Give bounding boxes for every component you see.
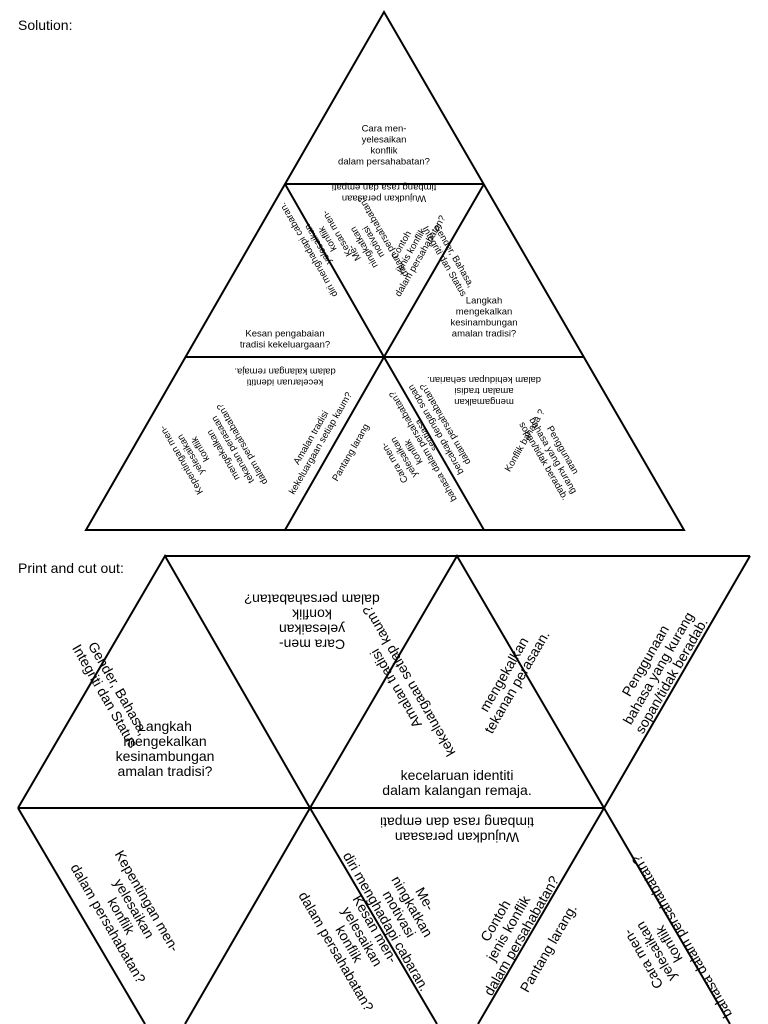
text-line: dalam persahabatan? — [244, 591, 380, 607]
text-line: kesinambungan — [450, 317, 517, 328]
text-line: Langkah — [138, 718, 192, 734]
text-line: amalan tradisi — [454, 385, 513, 396]
cutout-zigzag-bottom-5 — [603, 807, 731, 1024]
text-line: amalan tradisi? — [452, 328, 516, 339]
text-line: kekeluargaan setiap kaum? — [287, 390, 355, 496]
sol-right-up-b: Gender, Bahasa,Integriti dan Status — [419, 219, 478, 299]
cut-b3-right: Cara men-yelesaikankonflikbahasa dalam p… — [589, 852, 735, 1024]
text-line: Cara men- — [279, 636, 345, 652]
text-line: kesinambungan — [116, 748, 215, 764]
text-line: dalam kalangan remaja. — [234, 366, 335, 377]
solution-inner-lines-b — [382, 183, 485, 531]
print-heading: Print and cut out: — [18, 560, 124, 576]
text-line: mengekalkan — [123, 733, 206, 749]
sol-br-top: mengamalkanamalan tradisidalam kehidupan… — [427, 374, 541, 407]
sol-br-right-b: Penggunaanbahasa yang kurangsopan/tidak … — [516, 409, 589, 502]
text-line: dalam kehidupan seharian. — [427, 374, 541, 385]
text-line: timbang rasa dan empati — [380, 814, 534, 830]
cut-t1-top: Cara men-yelesaikankonflikdalam persahab… — [244, 591, 380, 652]
text-line: konflik — [291, 606, 332, 622]
text-line: Cara men- — [362, 123, 407, 134]
text-line: dalam persahabatan? — [338, 156, 430, 167]
cutout-zigzag-bottom — [17, 807, 146, 1024]
sol-bl-right-a: Amalan tradisikekeluargaan setiap kaum? — [278, 385, 355, 497]
text-line: tradisi kekeluargaan? — [240, 339, 330, 350]
cut-b2-right: Contohjenis konflikdalam persahabatan? — [454, 858, 562, 998]
cut-b2-top: Wujudkan perasaantimbang rasa dan empati — [380, 814, 534, 845]
cutout-zigzag-bottom-2 — [184, 807, 311, 1024]
text-line: kekeluargaan setiap kaum? — [359, 603, 459, 759]
text-line: mengekalkan — [456, 306, 513, 317]
text-line: timbang rasa dan empati — [332, 182, 437, 193]
text-line: konflik — [371, 145, 398, 156]
cut-t3-left: Amalan tradisikekeluargaan setiap kaum? — [346, 603, 459, 767]
text-line: Kesan pengabaian — [245, 328, 324, 339]
cut-t3-right: mengekalkantekanan perasaan. — [468, 620, 553, 736]
sol-mid-top: Wujudkan perasaantimbang rasa dan empati — [332, 182, 437, 204]
text-line: dalam kalangan remaja. — [382, 782, 531, 798]
text-line: kecelaruan identiti — [247, 377, 324, 388]
text-line: kecelaruan identiti — [401, 767, 514, 783]
cutout-zigzag-bottom-3 — [309, 807, 438, 1024]
text-line: mengamalkan — [454, 396, 514, 407]
cutout-zigzag-bottom-4 — [477, 807, 605, 1024]
cutout-zigzag-top — [17, 554, 751, 810]
solution-heading: Solution: — [18, 17, 73, 33]
text-line: yelesaikan — [362, 134, 407, 145]
sol-bl-right-b: Pantang larang — [330, 422, 372, 483]
solution-outer-triangle — [84, 9, 686, 531]
text-line: yelesaikan — [279, 621, 345, 637]
cut-b1-right: Kepentingan men-yelesaikankonflikdalam p… — [68, 838, 189, 986]
text-line: amalan tradisi? — [118, 763, 213, 779]
text-line: Wujudkan perasaan — [395, 829, 519, 845]
sol-bl-top: kecelaruan identitidalam kalangan remaja… — [234, 366, 335, 388]
text-line: Wujudkan perasaan — [342, 193, 426, 204]
text-line: Langkah — [466, 295, 502, 306]
text-line: Pantang larang — [330, 422, 372, 483]
